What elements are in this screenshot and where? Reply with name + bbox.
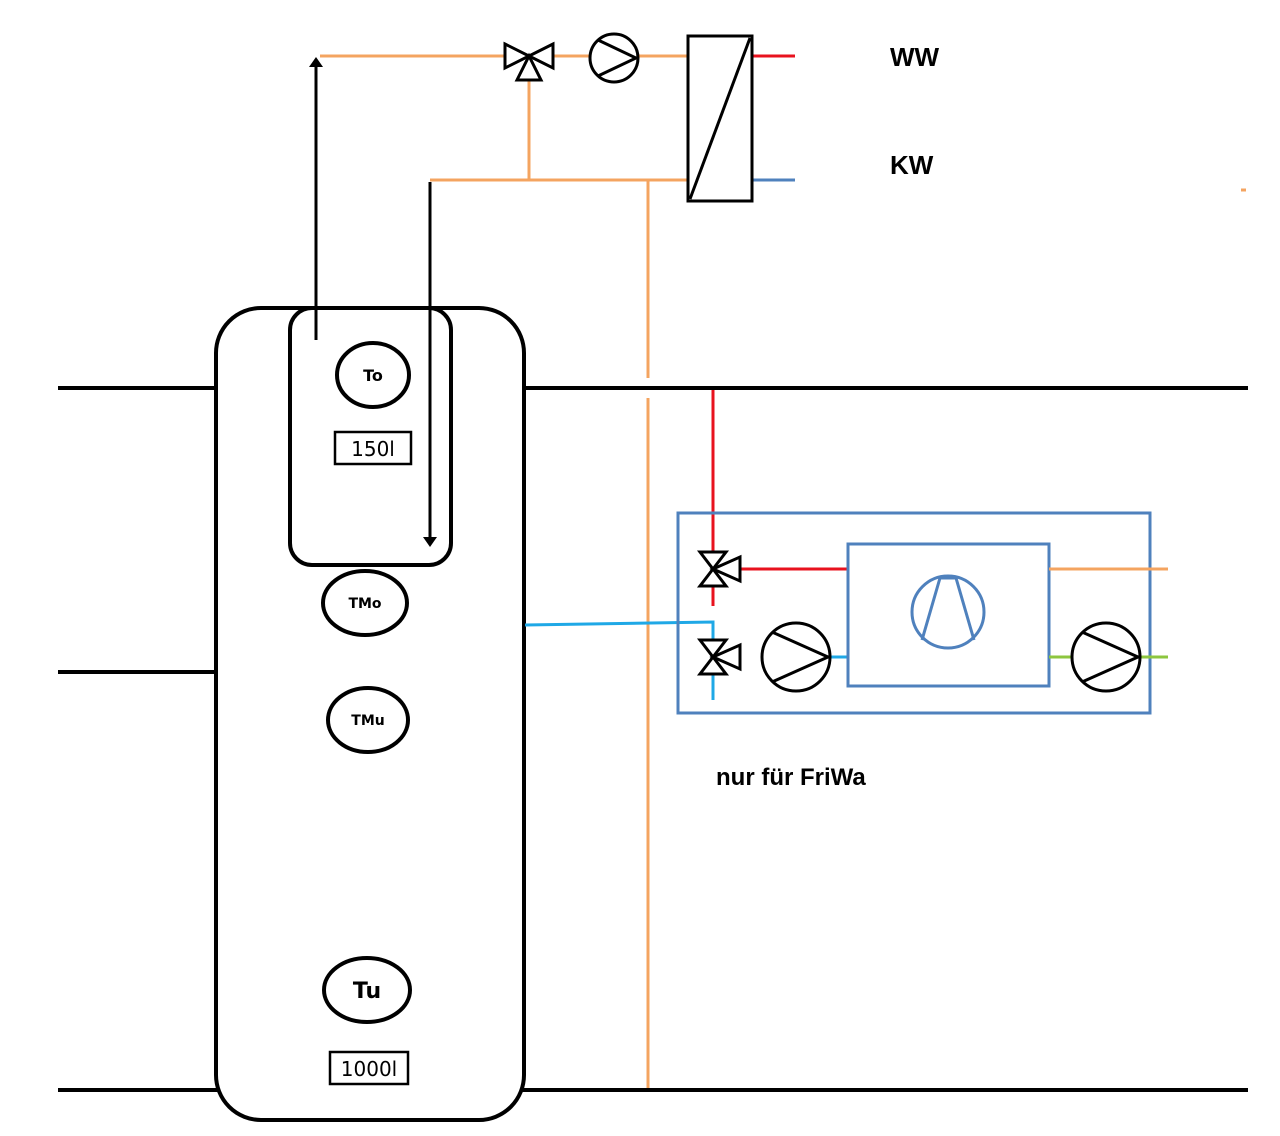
heat-exchanger-icon [686,34,754,203]
circulation-pump-icon [588,32,640,84]
circulation-pump-icon [760,621,832,693]
friwa-module-box [676,511,1152,715]
sensor-bottom: Tu [322,956,412,1024]
main-volume-box: 1000l [328,1050,410,1086]
kw-label: KW [890,150,934,180]
three-way-valve-icon [503,41,555,82]
inner-volume-box: 150l [333,430,413,466]
friwa-note: nur für FriWa [716,764,866,791]
sensor-top: To [335,341,411,409]
three-way-valve-icon [696,638,742,676]
sensor-mid-lower-label: TMu [351,713,384,729]
sensor-mid-upper: TMo [321,569,409,637]
sensor-top-label: To [363,366,383,385]
circulation-pump-icon [1070,621,1142,693]
heat-pump-unit [846,542,1051,688]
three-way-valve-icon [696,550,742,588]
main-volume-label: 1000l [341,1057,397,1081]
cyan-return-line [524,620,715,640]
sensor-mid-upper-label: TMo [348,596,381,612]
compressor-icon [910,574,986,650]
ww-label: WW [890,42,940,72]
sensor-bottom-label: Tu [353,979,381,1004]
sensor-mid-lower: TMu [326,686,410,754]
inner-volume-label: 150l [351,437,395,461]
